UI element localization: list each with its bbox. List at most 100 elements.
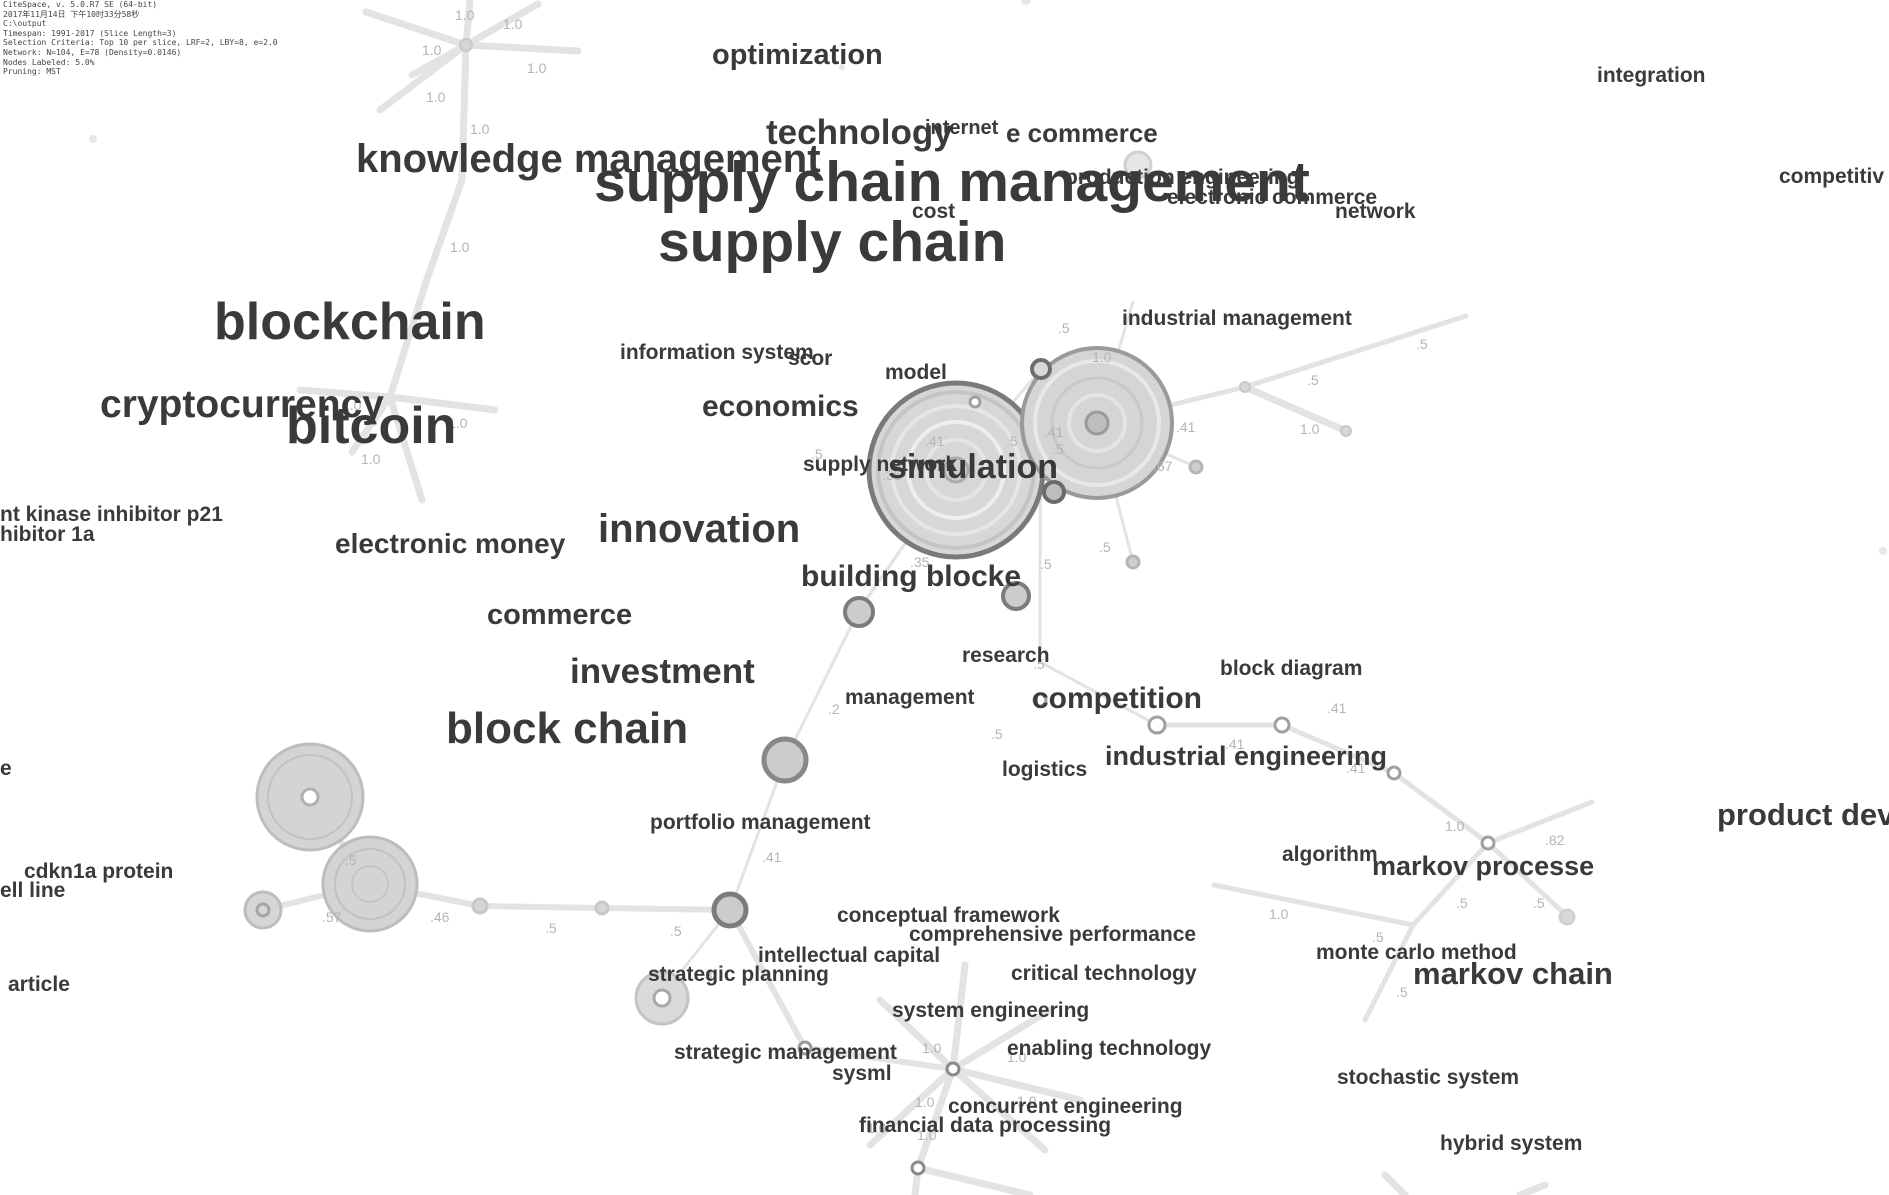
node-e-commerce[interactable] — [1123, 150, 1153, 180]
label-comprehensive-performance[interactable]: comprehensive performance — [909, 922, 1197, 946]
label-logistics[interactable]: logistics — [1002, 757, 1088, 781]
label-markov-chain[interactable]: markov chain — [1413, 955, 1613, 991]
edge-weight-label: 1.0 — [1269, 906, 1289, 922]
label-critical-technology[interactable]: critical technology — [1011, 961, 1197, 985]
edge-weight-label: 1.0 — [922, 1040, 942, 1056]
label-commerce[interactable]: commerce — [487, 599, 633, 632]
edge-weight-label: .82 — [1545, 832, 1565, 848]
label-enabling-technology[interactable]: enabling technology — [1007, 1036, 1212, 1060]
edge-weight-label: 1.0 — [915, 1094, 935, 1110]
label-system-engineering[interactable]: system engineering — [892, 998, 1090, 1022]
edge-weight-label: .41 — [925, 433, 945, 449]
edge-weight-label: .41 — [1044, 424, 1064, 440]
label-kinase-inhibitor-p21[interactable]: nt kinase inhibitor p21 — [0, 502, 223, 526]
label-monte-carlo-method[interactable]: monte carlo method — [1316, 940, 1517, 964]
edge-weight-label: 1.0 — [361, 451, 381, 467]
label-article[interactable]: article — [8, 972, 70, 996]
edge-weight-label: .5 — [1372, 929, 1384, 945]
node-portfolio-management[interactable] — [711, 891, 749, 929]
label-financial-data-processing[interactable]: financial data processing — [859, 1113, 1112, 1137]
node-building-blocke[interactable] — [1001, 581, 1031, 611]
edge-weight-label: .5 — [1533, 895, 1545, 911]
label-industrial-engineering[interactable]: industrial engineering — [1105, 740, 1388, 771]
label-information-system[interactable]: information system — [620, 340, 814, 364]
label-supply-chain[interactable]: supply chain — [658, 209, 1007, 274]
label-competitiv[interactable]: competitiv — [1779, 164, 1885, 188]
edge-weight-label: .5 — [1006, 433, 1018, 449]
label-innovation[interactable]: innovation — [598, 506, 801, 551]
label-markov-processe[interactable]: markov processe — [1372, 850, 1595, 881]
label-concurrent-engineering[interactable]: concurrent engineering — [948, 1094, 1183, 1118]
label-building-blocke[interactable]: building blocke — [801, 559, 1022, 593]
label-optimization[interactable]: optimization — [712, 39, 883, 72]
label-ell-line[interactable]: ell line — [0, 878, 66, 902]
label-bitcoin[interactable]: bitcoin — [286, 397, 457, 456]
label-competition[interactable]: competition — [1032, 681, 1202, 715]
label-strategic-planning[interactable]: strategic planning — [648, 962, 829, 986]
label-cdkn1a-protein[interactable]: cdkn1a protein — [24, 859, 174, 883]
label-simulation[interactable]: simulation — [888, 448, 1059, 487]
edge-weight-label: 1.0 — [978, 1193, 997, 1195]
label-internet[interactable]: internet — [925, 117, 999, 140]
label-scor[interactable]: scor — [788, 346, 833, 370]
edge-weight-label: .5 — [1416, 336, 1428, 352]
label-block-chain[interactable]: block chain — [446, 703, 689, 753]
label-stochastic-system[interactable]: stochastic system — [1337, 1065, 1520, 1089]
label-investment[interactable]: investment — [570, 651, 755, 691]
info-line: Nodes Labeled: 5.0% — [3, 57, 95, 67]
info-line: Pruning: MST — [3, 67, 61, 77]
edge-weight-label: .5 — [1456, 895, 1468, 911]
label-electronic-money[interactable]: electronic money — [335, 528, 566, 560]
edge-weight-label: 1.0 — [1007, 1049, 1027, 1065]
node-block-chain[interactable] — [761, 736, 809, 784]
node-innovation[interactable] — [843, 596, 875, 628]
label-research[interactable]: research — [962, 643, 1050, 667]
label-blockchain[interactable]: blockchain — [214, 293, 486, 352]
label-industrial-management[interactable]: industrial management — [1122, 306, 1352, 330]
node-block-chain-left[interactable] — [255, 742, 365, 852]
label-technology[interactable]: technology — [766, 112, 953, 152]
edge-weight-label: 1.0 — [1092, 349, 1112, 365]
label-supply-network[interactable]: supply network — [803, 452, 958, 476]
label-model[interactable]: model — [885, 360, 947, 384]
label-electronic-commerce[interactable]: electronic commerce — [1167, 185, 1378, 209]
node-simulation[interactable] — [1042, 480, 1066, 504]
label-supply-chain-management[interactable]: supply chain management — [594, 149, 1310, 214]
label-strategic-management[interactable]: strategic management — [674, 1040, 897, 1064]
label-product-dev[interactable]: product dev — [1717, 796, 1889, 832]
label-economics[interactable]: economics — [702, 389, 859, 423]
label-portfolio-management[interactable]: portfolio management — [650, 810, 871, 834]
label-cost[interactable]: cost — [912, 199, 956, 223]
node-supply-chain-management[interactable] — [866, 380, 1046, 560]
info-line: 2017年11月14日 下午10时33分58秒 — [3, 9, 140, 19]
label-hybrid-system[interactable]: hybrid system — [1440, 1131, 1583, 1155]
label-knowledge-management[interactable]: knowledge management — [356, 136, 821, 181]
edge-weight-label: .41 — [1176, 419, 1196, 435]
label-production-engineering[interactable]: production engineering — [1065, 165, 1300, 189]
label-integration[interactable]: integration — [1597, 63, 1706, 87]
label-algorithm[interactable]: algorithm — [1282, 842, 1378, 866]
node-bitcoin-left[interactable] — [321, 835, 419, 933]
node-industrial-management[interactable] — [1030, 358, 1052, 380]
edge-weight-label: 1.0 — [455, 7, 475, 23]
label-e-fragment[interactable]: e — [0, 756, 12, 780]
label-sysml[interactable]: sysml — [832, 1061, 892, 1085]
info-line: C:\output — [3, 19, 47, 29]
edge-weight-label: .2 — [828, 701, 840, 717]
label-management[interactable]: management — [845, 685, 975, 709]
label-e-commerce[interactable]: e commerce — [1006, 117, 1158, 148]
edge-weight-label: .5 — [1307, 372, 1319, 388]
label-conceptual-framework[interactable]: conceptual framework — [837, 903, 1060, 927]
label-cryptocurrency[interactable]: cryptocurrency — [100, 382, 384, 426]
edge-weight-label: .46 — [430, 909, 450, 925]
label-intellectual-capital[interactable]: intellectual capital — [758, 943, 941, 967]
label-network[interactable]: network — [1335, 199, 1416, 223]
node-small-left[interactable] — [243, 890, 283, 930]
edge-weight-label: .67 — [1153, 458, 1173, 474]
edge-weight-label: 1.0 — [448, 415, 468, 431]
node-supply-chain[interactable] — [1020, 346, 1174, 500]
label-block-diagram[interactable]: block diagram — [1220, 656, 1363, 680]
label-inhibitor-1a[interactable]: hibitor 1a — [0, 522, 95, 546]
